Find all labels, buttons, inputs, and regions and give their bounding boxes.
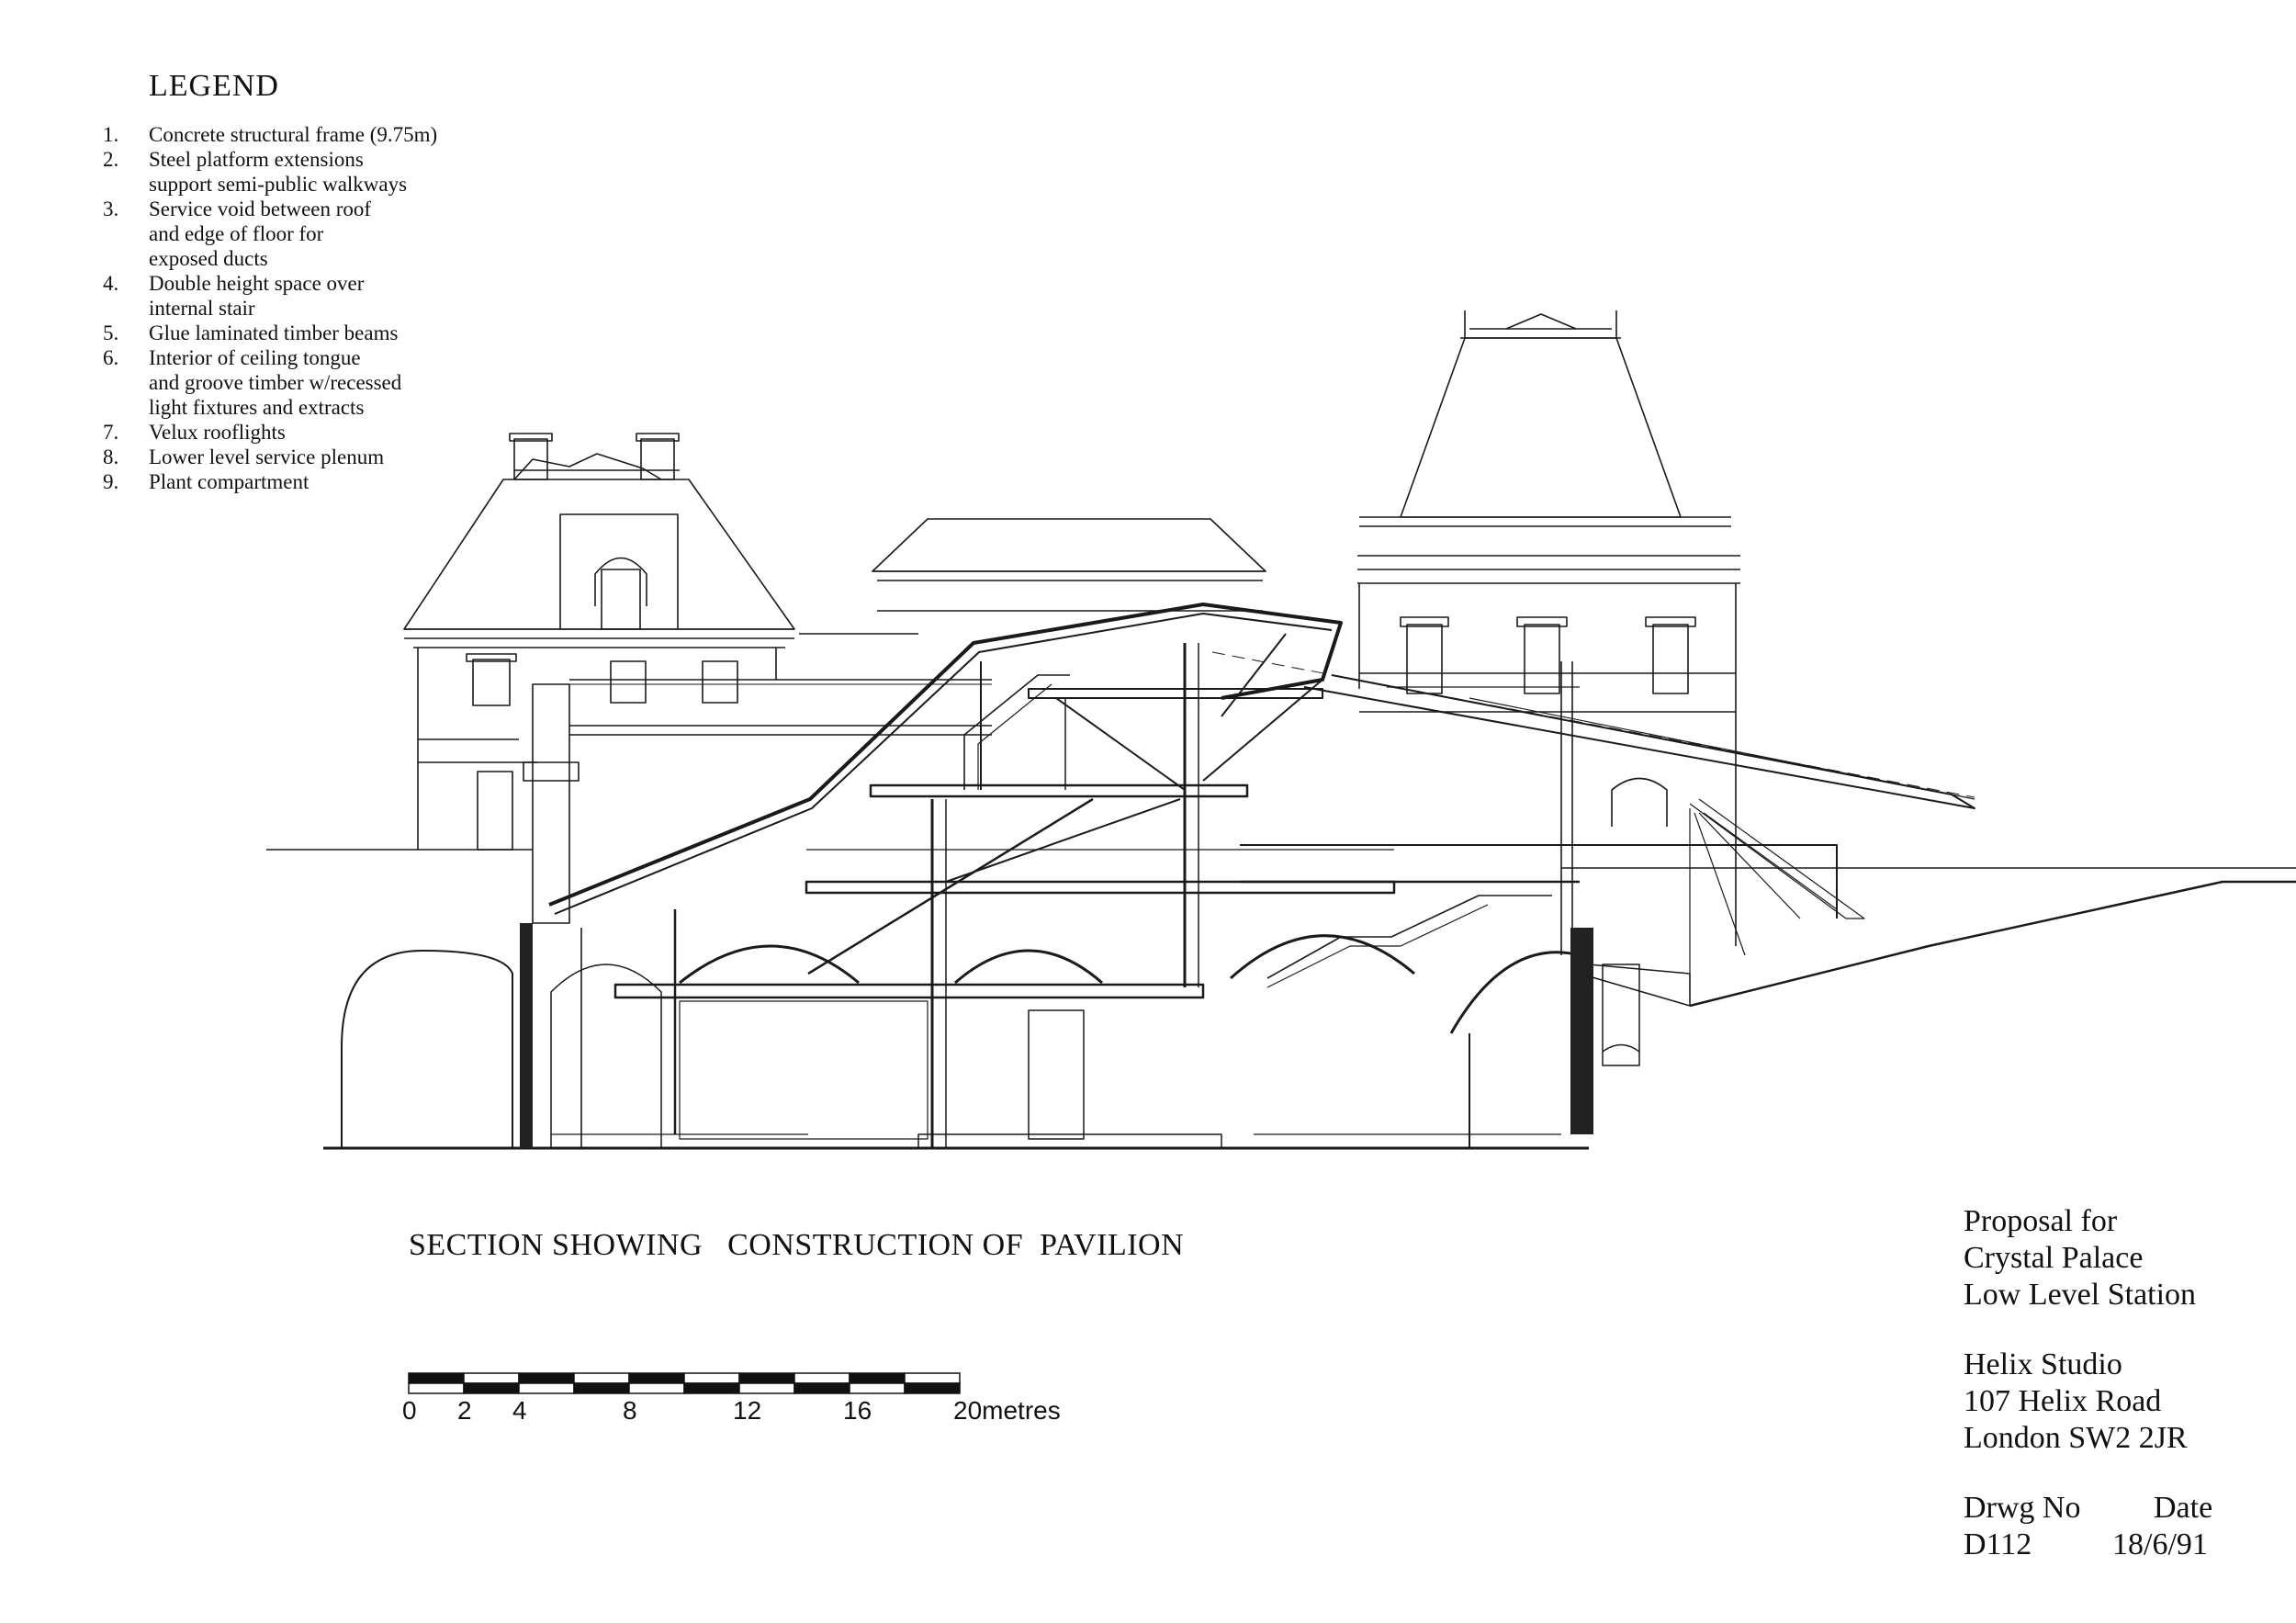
legend-item-1: 1. Concrete structural frame (9.75m) (92, 122, 514, 147)
legend-item-text: light fixtures and extracts (149, 396, 365, 419)
legend-title: LEGEND (149, 69, 279, 103)
legend-item-text: Concrete structural frame (9.75m) (149, 123, 438, 146)
left-arch (341, 923, 808, 1148)
legend-item-text: Glue laminated timber beams (149, 321, 399, 344)
legend-item-text: and edge of floor for (149, 222, 324, 245)
legend-item-text: internal stair (149, 297, 255, 320)
scale-segment (628, 1382, 685, 1394)
drawing-no-label: Drwg No (1964, 1491, 2081, 1525)
legend-item-number: 6. (103, 346, 119, 369)
scale-label: 20metres (953, 1396, 1061, 1425)
scale-segment (904, 1382, 961, 1394)
scale-segment (738, 1382, 795, 1394)
legend-item-number: 2. (103, 148, 119, 171)
legend-item-text: Service void between roof (149, 197, 372, 220)
legend-item-6-line-3: light fixtures and extracts (92, 395, 514, 420)
scale-segment (408, 1372, 465, 1384)
scale-segment (849, 1382, 906, 1394)
scale-segment (518, 1372, 575, 1384)
legend-item-9: 9. Plant compartment (92, 469, 514, 494)
legend-item-text: and groove timber w/recessed (149, 371, 402, 394)
title-block: Proposal for Crystal Palace Low Level St… (1964, 1203, 2276, 1563)
legend-list: 1. Concrete structural frame (9.75m) 2. Ste… (92, 122, 514, 494)
scale-label: 8 (623, 1396, 637, 1425)
studio-address-2: London SW2 2JR (1964, 1421, 2188, 1455)
legend-item-text: Steel platform extensions (149, 148, 364, 171)
legend-item-number: 8. (103, 445, 119, 468)
legend-item-number: 4. (103, 272, 119, 295)
scale-segment (518, 1382, 575, 1394)
legend-item-6-line-2: and groove timber w/recessed (92, 370, 514, 395)
scale-label: 0 (402, 1396, 417, 1425)
legend-item-7: 7. Velux rooflights (92, 420, 514, 445)
section-title: SECTION SHOWING CONSTRUCTION OF PAVILION (409, 1228, 1185, 1262)
studio-address-1: 107 Helix Road (1964, 1384, 2162, 1418)
scale-segment (408, 1382, 465, 1394)
legend-item-6: 6. Interior of ceiling tongue (92, 345, 514, 370)
legend-item-number: 7. (103, 421, 119, 444)
legend-item-2-line-2: support semi-public walkways (92, 172, 514, 197)
legend-item-4-line-2: internal stair (92, 296, 514, 321)
legend-item-text: support semi-public walkways (149, 173, 408, 196)
scale-segment (793, 1382, 850, 1394)
legend-item-4: 4. Double height space over (92, 271, 514, 296)
ramp-structure (1689, 798, 1865, 1001)
scale-segment (683, 1382, 740, 1394)
project-line-2: Crystal Palace (1964, 1241, 2144, 1275)
scale-segment (463, 1382, 520, 1394)
scale-segment (573, 1372, 630, 1384)
scale-label: 12 (733, 1396, 762, 1425)
scale-segment (738, 1372, 795, 1384)
drawing-info-labels: Drwg No Date (1964, 1490, 2276, 1527)
legend-item-3-line-3: exposed ducts (92, 246, 514, 271)
left-building-elevation (403, 433, 795, 1148)
scale-segment (573, 1382, 630, 1394)
right-tower-building (1357, 310, 1740, 955)
pavilion-structure (548, 603, 1975, 1149)
legend-item-text: Plant compartment (149, 470, 310, 493)
legend-item-text: exposed ducts (149, 247, 268, 270)
legend-item-number: 9. (103, 470, 119, 493)
scale-segment (463, 1372, 520, 1384)
date-label: Date (2154, 1491, 2213, 1525)
scale-segment (683, 1372, 740, 1384)
scale-label: 4 (512, 1396, 527, 1425)
scale-segment (793, 1372, 850, 1384)
drawing-date: 18/6/91 (2112, 1527, 2208, 1561)
project-line-3: Low Level Station (1964, 1278, 2197, 1312)
scale-bar: 0 2 4 8 12 16 20metres (402, 1369, 1061, 1425)
legend-item-3-line-2: and edge of floor for (92, 221, 514, 246)
legend-item-number: 5. (103, 321, 119, 344)
scale-segment (628, 1372, 685, 1384)
drawing-info-values: D112 18/6/91 (1964, 1527, 2276, 1563)
legend-item-text: Interior of ceiling tongue (149, 346, 361, 369)
legend-item-text: Double height space over (149, 272, 365, 295)
drawing-number: D112 (1964, 1527, 2032, 1561)
scale-bar-graphic (408, 1372, 961, 1394)
scale-label: 2 (457, 1396, 472, 1425)
legend-item-5: 5. Glue laminated timber beams (92, 321, 514, 345)
legend-item-number: 3. (103, 197, 119, 220)
legend-item-text: Velux rooflights (149, 421, 286, 444)
legend-item-8: 8. Lower level service plenum (92, 445, 514, 469)
legend-item-number: 1. (103, 123, 119, 146)
scale-segment (849, 1372, 906, 1384)
project-line-1: Proposal for (1964, 1204, 2118, 1238)
scale-segment (904, 1372, 961, 1384)
legend-item-2: 2. Steel platform extensions (92, 147, 514, 172)
legend-item-3: 3. Service void between roof (92, 197, 514, 221)
central-canopy-elevation (569, 518, 1266, 736)
legend-item-text: Lower level service plenum (149, 445, 385, 468)
scale-label: 16 (843, 1396, 872, 1425)
studio-name: Helix Studio (1964, 1347, 2122, 1381)
